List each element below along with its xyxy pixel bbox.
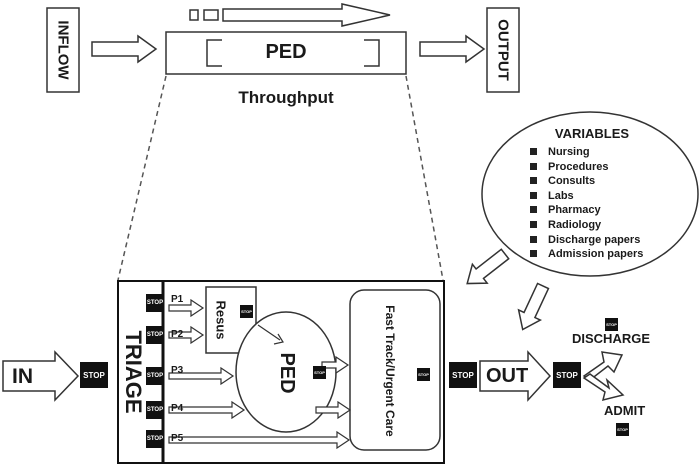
variable-item: Labs [528,190,643,205]
bullet-icon [530,162,537,170]
ped-bracket-right [364,39,380,67]
triage-label-box: TRIAGE [118,292,148,452]
stop-sign-icon: STOP [146,401,164,419]
in-arrow [2,350,80,402]
stop-sign-icon: STOP [417,368,430,381]
bullet-icon [530,191,537,199]
p4-arrow [168,400,246,420]
progress-arrow [222,3,391,27]
p2-arrow [168,325,205,345]
variable-label: Nursing [548,146,590,158]
discharge-label: DISCHARGE [572,331,651,346]
bullet-icon [530,177,537,185]
zoom-line-left [117,75,167,281]
output-label-box: OUTPUT [487,8,519,92]
progress-tick-2 [203,9,219,21]
stop-sign-icon: STOP [240,305,253,318]
ped-inner-label: PED [276,352,298,394]
triage-label: TRIAGE [121,330,146,414]
stop-sign-icon: STOP [553,362,581,388]
stop-sign-icon: STOP [80,362,108,388]
in-label: IN [12,365,33,388]
variable-label: Procedures [548,160,609,173]
output-box [486,7,520,93]
variable-label: Labs [548,189,574,202]
variables-arrow-1 [466,248,510,285]
progress-tick-1 [189,9,199,21]
ped-throughput-box [165,31,407,75]
variable-label: Consults [548,175,596,188]
stop-sign-icon: STOP [449,362,477,388]
bullet-icon [530,148,537,155]
variable-item: Consults [528,175,643,190]
out-label: OUT [486,365,529,387]
inflow-box [46,7,80,93]
p5-arrow [168,430,351,450]
p3-arrow [168,366,235,386]
throughput-label: Throughput [238,88,334,107]
variable-item: Procedures [528,161,643,176]
variable-item: Radiology [528,219,643,234]
inflow-label: INFLOW [54,20,72,80]
output-arrow [419,34,486,64]
variable-item: Admission papers [528,248,643,263]
inflow-arrow [91,34,158,64]
inflow-label-box: INFLOW [47,8,79,92]
zoom-line-right [405,75,444,281]
stop-sign-icon: STOP [146,326,164,344]
stop-sign-icon: STOP [146,430,164,448]
bullet-icon [530,250,537,258]
ped-throughput-label: PED [265,41,307,63]
stop-sign-icon: STOP [313,366,326,379]
bullet-icon [530,220,537,228]
p2-label: P2 [171,329,184,340]
stop-sign-icon: STOP [616,423,629,436]
p1-arrow [168,298,205,318]
variable-item: Discharge papers [528,234,643,249]
bullet-icon [530,206,537,214]
fast-track-label-box: Fast Track/Urgent Care [370,298,410,444]
bullet-icon [530,235,537,243]
fast-track-box [349,289,441,451]
admit-label: ADMIT [604,403,646,418]
ped-inner-label-box: PED [262,345,312,401]
p1-label: P1 [171,294,184,305]
resus-to-ped-arrow [257,324,284,345]
p4-label: P4 [171,403,184,414]
resus-label-box: Resus [206,287,236,353]
variable-item: Pharmacy [528,204,643,219]
ped-bracket-left [206,39,222,67]
stop-sign-icon: STOP [146,294,164,312]
variable-label: Discharge papers [548,233,641,246]
variables-arrow-2 [517,282,550,331]
p5-label: P5 [171,433,184,444]
ped-to-fast-track-arrow-2 [315,400,352,420]
variable-item: Nursing [528,146,643,161]
admit-arrow [582,373,625,402]
variable-label: Radiology [548,218,602,231]
out-arrow [479,350,552,402]
variable-label: Admission papers [548,248,644,261]
variables-title: VARIABLES [554,126,630,141]
resus-label: Resus [213,300,229,340]
variables-list: Nursing Procedures Consults Labs Pharmac… [528,146,643,263]
output-label: OUTPUT [494,19,512,81]
stop-sign-icon: STOP [146,367,164,385]
p3-label: P3 [171,365,184,376]
fast-track-label: Fast Track/Urgent Care [383,305,398,437]
stop-sign-icon: STOP [605,318,618,331]
variable-label: Pharmacy [548,204,601,217]
